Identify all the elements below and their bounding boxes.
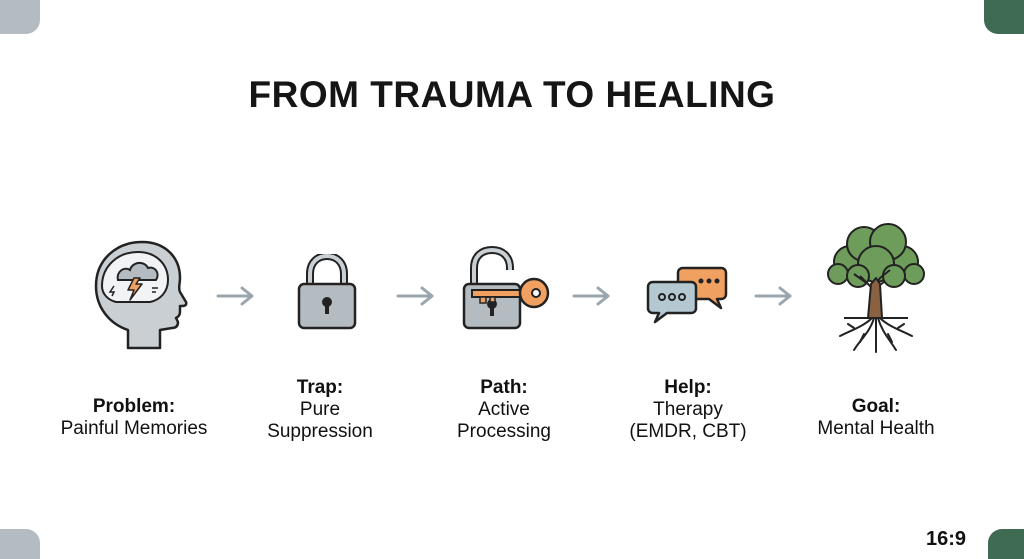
- step-label-goal: Goal: Mental Health: [776, 396, 976, 440]
- step-text: Processing: [457, 421, 551, 442]
- step-text: Therapy: [653, 399, 723, 420]
- step-text: Painful Memories: [60, 418, 208, 439]
- step-label-path: Path: Active Processing: [404, 377, 604, 443]
- step-text: Active: [478, 399, 530, 420]
- corner-decoration-top-left: [0, 0, 40, 34]
- step-heading: Problem:: [92, 396, 176, 417]
- arrow-icon: [216, 286, 254, 306]
- arrow-icon: [754, 286, 792, 306]
- head-storm-icon: [94, 240, 188, 350]
- padlock-icon: [297, 254, 357, 330]
- step-text: Mental Health: [817, 418, 935, 439]
- step-heading: Goal:: [851, 396, 901, 417]
- step-heading: Trap:: [296, 377, 344, 398]
- corner-decoration-bottom-right: [988, 529, 1024, 559]
- step-text: (EMDR, CBT): [629, 421, 747, 442]
- step-label-help: Help: Therapy (EMDR, CBT): [588, 377, 788, 443]
- arrow-icon: [572, 286, 610, 306]
- tree-icon: [827, 223, 925, 353]
- step-text: Pure: [299, 399, 341, 420]
- step-heading: Help:: [664, 377, 712, 398]
- arrow-icon: [396, 286, 434, 306]
- corner-decoration-top-right: [984, 0, 1024, 34]
- step-heading: Path:: [480, 377, 528, 398]
- corner-decoration-bottom-left: [0, 529, 40, 559]
- unlocked-padlock-key-icon: [462, 246, 550, 330]
- step-text: Suppression: [267, 421, 373, 442]
- aspect-ratio-label: 16:9: [925, 528, 966, 550]
- speech-bubbles-icon: [646, 266, 728, 324]
- page-title: FROM TRAUMA TO HEALING: [248, 74, 776, 115]
- step-label-problem: Problem: Painful Memories: [34, 396, 234, 440]
- step-label-trap: Trap: Pure Suppression: [220, 377, 420, 443]
